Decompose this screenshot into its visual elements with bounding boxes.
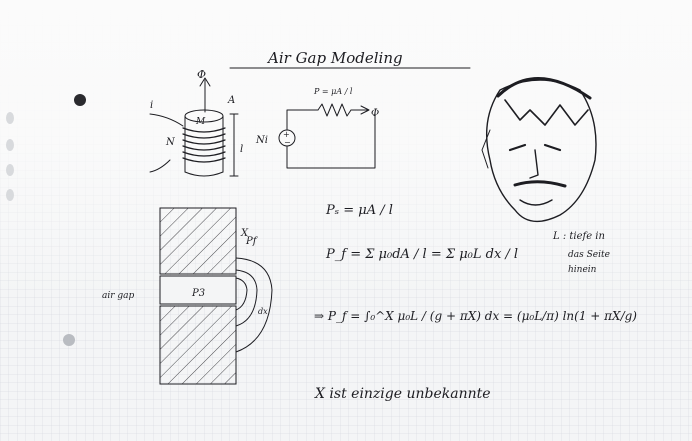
footer-note: X ist einzige unbekannte bbox=[314, 386, 491, 402]
portrait-sketch bbox=[481, 77, 597, 223]
svg-text:−: − bbox=[284, 138, 291, 147]
p3-label: P3 bbox=[191, 288, 205, 299]
page-title: Air Gap Modeling bbox=[266, 49, 403, 67]
depth-note-line3: hinein bbox=[568, 265, 597, 275]
depth-note-line2: das Seite bbox=[568, 250, 610, 260]
air-gap-label: air gap bbox=[102, 291, 135, 301]
binder-holes bbox=[6, 112, 14, 201]
equation-pf-sum: P_f = Σ μ₀dA / l = Σ μ₀L dx / l bbox=[325, 247, 518, 262]
upper-core bbox=[159, 207, 237, 275]
inductor-sketch: Φ i N A M l bbox=[149, 68, 243, 177]
paper-glare bbox=[0, 0, 692, 300]
core-label: M bbox=[195, 117, 206, 127]
flux-symbol: Φ bbox=[197, 68, 206, 81]
reluctance-label: P = μA / l bbox=[313, 87, 353, 96]
length-label: l bbox=[240, 144, 243, 155]
punch-holes bbox=[63, 94, 86, 346]
turns-label: N bbox=[165, 137, 176, 148]
area-label: A bbox=[227, 95, 235, 106]
magnetic-circuit: Φ P = μA / l + − Ni bbox=[255, 87, 379, 169]
svg-text:+: + bbox=[283, 130, 290, 139]
equation-ps: Pₛ = μA / l bbox=[325, 203, 393, 218]
x-marker: X bbox=[240, 228, 249, 239]
dx-label: dx bbox=[258, 307, 268, 316]
mmf-source-label: Ni bbox=[255, 135, 268, 146]
pf-label: Pf bbox=[245, 236, 259, 247]
lower-core bbox=[159, 305, 237, 385]
current-label: i bbox=[150, 100, 153, 111]
air-gap-figure: P3 Pf X dx air gap bbox=[102, 207, 273, 385]
gap-region bbox=[159, 275, 237, 305]
equation-pf-integral: ⇒ P_f = ∫₀^X μ₀L / (g + πX) dx = (μ₀L/π)… bbox=[314, 309, 637, 323]
depth-note-line1: L : tiefe in bbox=[552, 231, 605, 242]
